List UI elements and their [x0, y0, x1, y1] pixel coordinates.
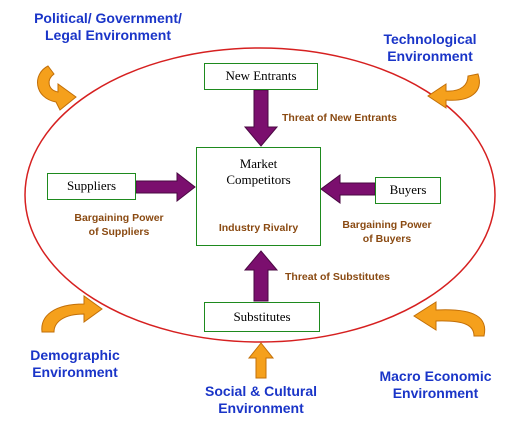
- buyers-box: Buyers: [375, 177, 441, 204]
- social-environment-label: Social & Cultural Environment: [196, 383, 326, 417]
- political-environment-label: Political/ Government/ Legal Environment: [18, 10, 198, 44]
- market-competitors-box: Market Competitors Industry Rivalry: [196, 147, 321, 246]
- arrow-buyers: [320, 174, 376, 204]
- macro-environment-label: Macro Economic Environment: [368, 368, 503, 402]
- political-line-2: Legal Environment: [44, 27, 172, 43]
- market-competitors-title: Market Competitors: [197, 156, 320, 188]
- threat-substitutes-label: Threat of Substitutes: [285, 271, 391, 283]
- political-line-1: Political/ Government/: [34, 10, 182, 26]
- industry-rivalry-label: Industry Rivalry: [218, 222, 299, 234]
- threat-new-entrants-label: Threat of New Entrants: [282, 112, 397, 124]
- buyers-label: Buyers: [389, 182, 427, 197]
- arrow-demographic-env: [41, 295, 103, 333]
- market-competitors-line-1: Market: [239, 156, 278, 171]
- technological-environment-label: Technological Environment: [375, 31, 485, 65]
- arrow-social-env: [247, 342, 275, 379]
- substitutes-label: Substitutes: [233, 309, 291, 324]
- suppliers-box: Suppliers: [47, 173, 136, 200]
- demographic-line-2: Environment: [32, 364, 118, 380]
- arrow-technological-env: [427, 73, 480, 109]
- buyer-power-line-1: Bargaining Power: [342, 219, 432, 231]
- demographic-line-1: Demographic: [30, 347, 120, 363]
- arrow-new-entrants: [243, 89, 279, 147]
- supplier-power-label: Bargaining Power of Suppliers: [66, 211, 172, 239]
- technological-line-2: Environment: [387, 48, 473, 64]
- macro-line-1: Macro Economic: [379, 368, 492, 384]
- supplier-power-line-1: Bargaining Power: [74, 212, 164, 224]
- macro-line-2: Environment: [392, 385, 479, 401]
- arrow-substitutes: [243, 250, 279, 302]
- new-entrants-label: New Entrants: [225, 68, 297, 83]
- buyer-power-label: Bargaining Power of Buyers: [334, 218, 440, 246]
- technological-line-1: Technological: [383, 31, 477, 47]
- environment-ellipse: [24, 47, 496, 343]
- demographic-environment-label: Demographic Environment: [20, 347, 130, 381]
- substitutes-box: Substitutes: [204, 302, 320, 332]
- social-line-2: Environment: [218, 400, 304, 416]
- arrow-macro-env: [413, 301, 486, 337]
- new-entrants-box: New Entrants: [204, 63, 318, 90]
- buyer-power-line-2: of Buyers: [362, 233, 412, 245]
- suppliers-label: Suppliers: [66, 178, 117, 193]
- arrow-political-env: [37, 65, 77, 111]
- market-competitors-line-2: Competitors: [226, 172, 291, 187]
- arrow-suppliers: [135, 171, 196, 203]
- social-line-1: Social & Cultural: [204, 383, 318, 399]
- supplier-power-line-2: of Suppliers: [88, 226, 150, 238]
